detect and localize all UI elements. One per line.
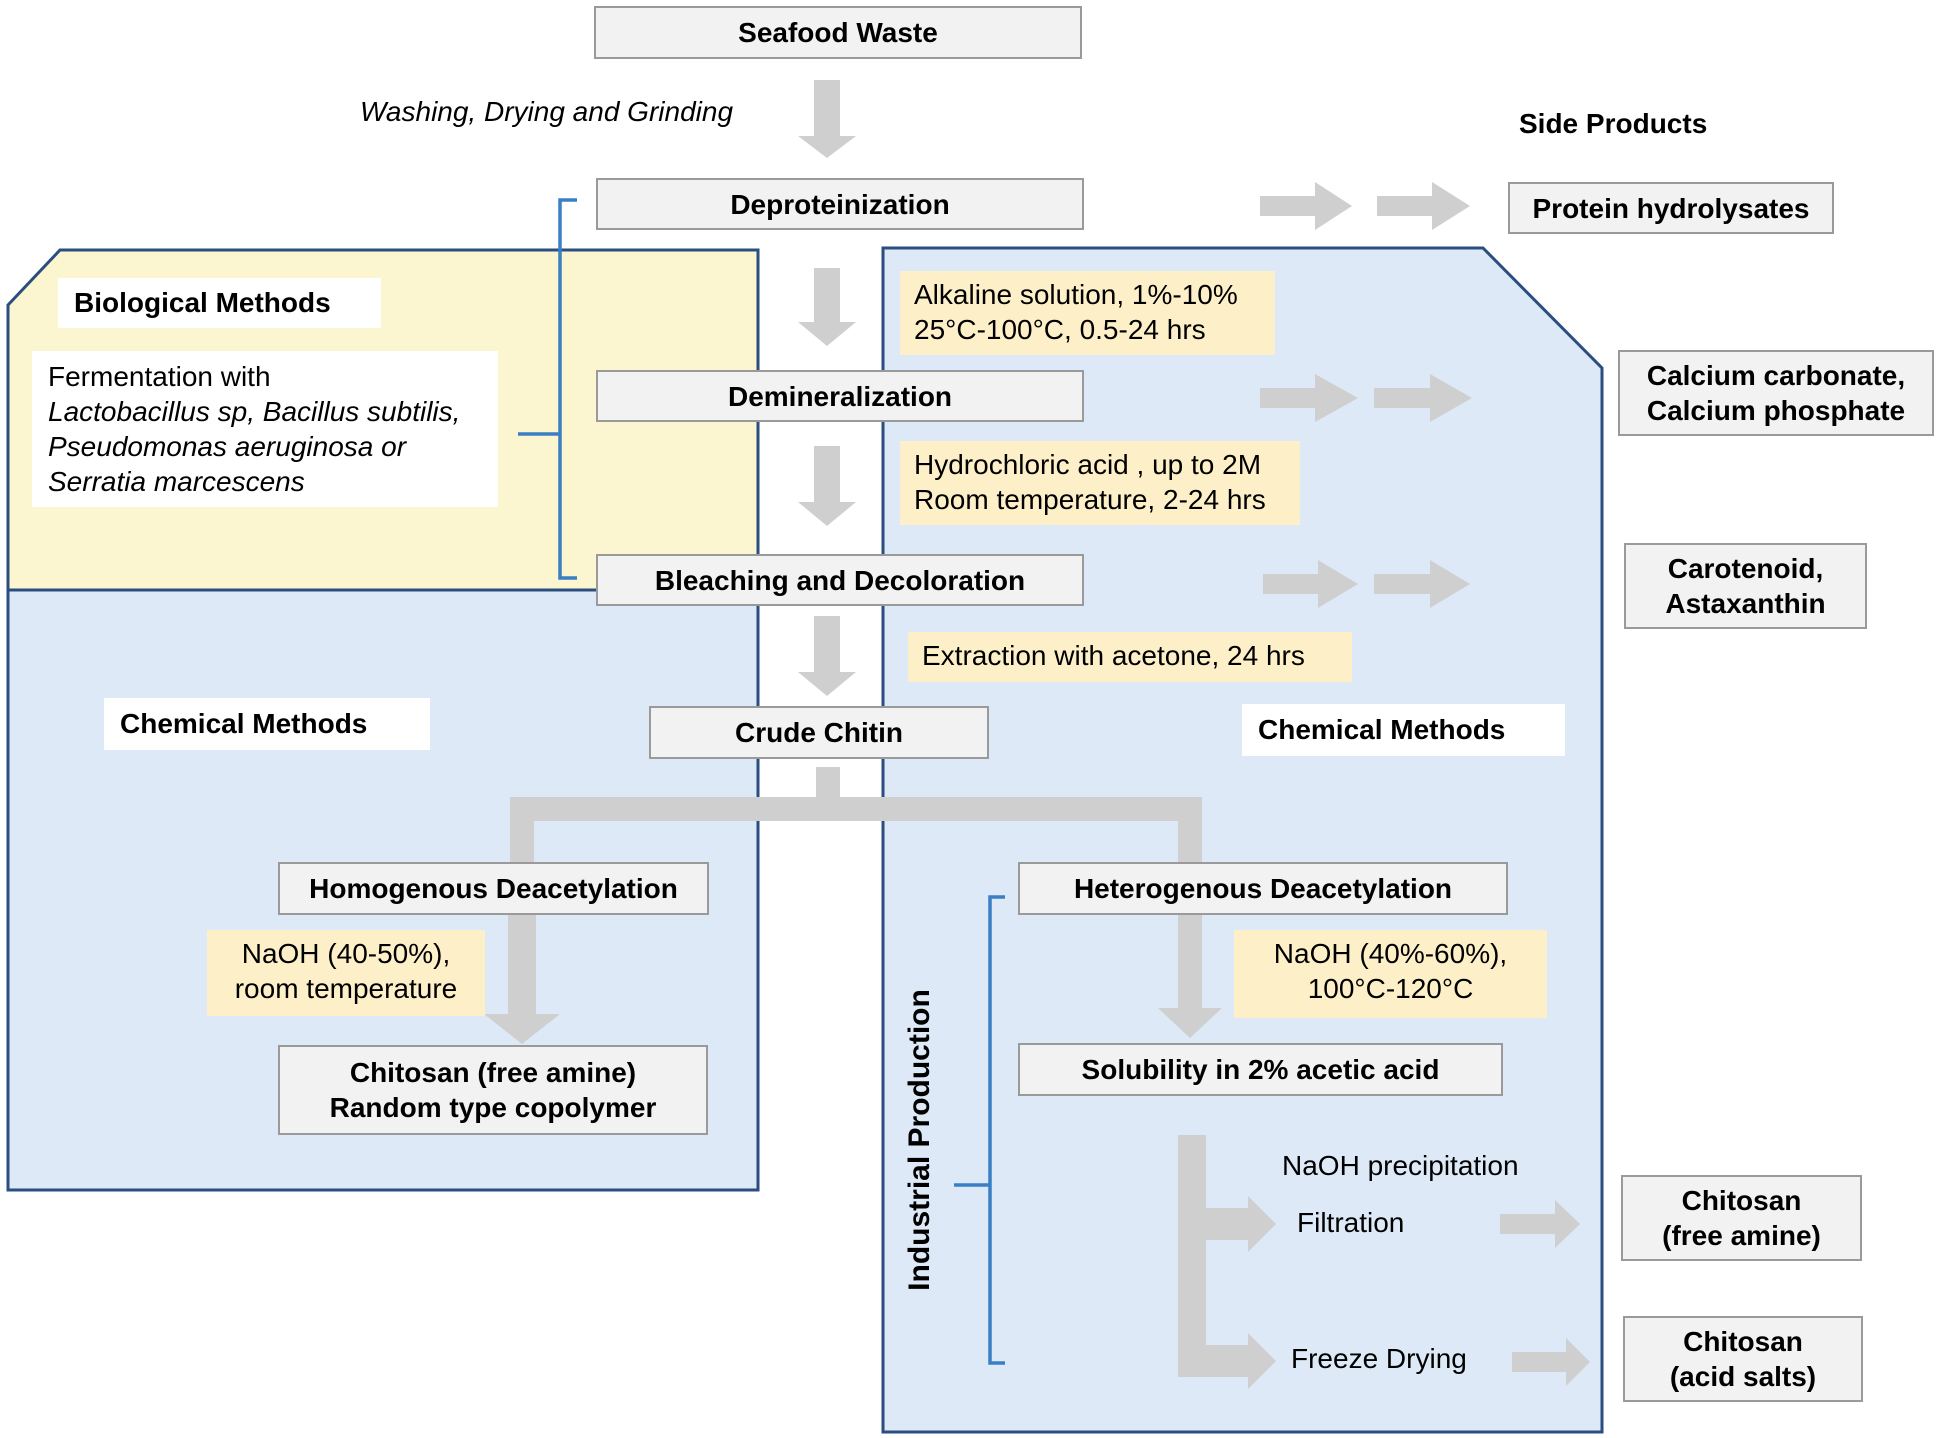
- split-stem: [816, 767, 840, 797]
- split-bar: [510, 797, 1202, 821]
- down-arrow: [484, 915, 560, 1044]
- carotenoid-line-1: Carotenoid,: [1667, 553, 1824, 584]
- deproteinization-box: Deproteinization: [596, 178, 1084, 230]
- chemical-methods-left-title: Chemical Methods: [104, 698, 430, 750]
- hcl-line-1: Hydrochloric acid , up to 2M: [914, 449, 1262, 480]
- biological-methods-title: Biological Methods: [58, 278, 381, 328]
- hcl-line-2: Room temperature, 2-24 hrs: [914, 484, 1266, 515]
- branch-arrow: [1178, 1333, 1276, 1389]
- down-arrow: [1158, 915, 1222, 1038]
- right-arrow: [1512, 1338, 1590, 1386]
- chitosan-copolymer-box: Chitosan (free amine) Random type copoly…: [278, 1045, 708, 1135]
- heterogenous-cond-line-1: NaOH (40%-60%),: [1273, 938, 1508, 969]
- seafood-waste-label: Seafood Waste: [738, 17, 938, 48]
- alkaline-line-2: 25°C-100°C, 0.5-24 hrs: [914, 314, 1206, 345]
- bleaching-label: Bleaching and Decoloration: [654, 564, 1026, 596]
- homogenous-box: Homogenous Deacetylation: [278, 862, 709, 915]
- chitosan-acid-line-2: (acid salts): [1669, 1361, 1817, 1392]
- down-arrow: [798, 446, 856, 526]
- right-arrow: [1374, 374, 1472, 422]
- right-arrow: [1263, 560, 1358, 608]
- biological-bracket: [518, 198, 577, 580]
- acetone-conditions: Extraction with acetone, 24 hrs: [908, 632, 1352, 682]
- chemical-methods-right-label: Chemical Methods: [1258, 714, 1506, 745]
- fermentation-line-1: Fermentation with: [48, 361, 271, 392]
- demineralization-label: Demineralization: [727, 380, 953, 412]
- naoh-precipitation-label: NaOH precipitation: [1282, 1150, 1519, 1181]
- calcium-box: Calcium carbonate, Calcium phosphate: [1618, 350, 1934, 436]
- branch-trunk: [1178, 1135, 1206, 1375]
- acetone-line: Extraction with acetone, 24 hrs: [922, 640, 1305, 671]
- hcl-conditions: Hydrochloric acid , up to 2M Room temper…: [900, 441, 1300, 525]
- right-arrow: [1500, 1200, 1580, 1248]
- chitosan-acid-salts-box: Chitosan (acid salts): [1623, 1316, 1863, 1402]
- right-arrow: [1374, 560, 1470, 608]
- carotenoid-line-2: Astaxanthin: [1665, 588, 1826, 619]
- heterogenous-box: Heterogenous Deacetylation: [1018, 862, 1508, 915]
- chitosan-copolymer-line-2: Random type copolymer: [329, 1092, 657, 1123]
- chitosan-copolymer-line-1: Chitosan (free amine): [349, 1057, 637, 1088]
- protein-hydrolysates-box: Protein hydrolysates: [1508, 182, 1834, 234]
- industrial-production-label: Industrial Production: [903, 989, 936, 1291]
- calcium-line-2: Calcium phosphate: [1646, 395, 1906, 426]
- side-products-title: Side Products: [1519, 108, 1708, 139]
- homogenous-conditions: NaOH (40-50%), room temperature: [207, 930, 485, 1016]
- flow-arrows: [484, 80, 1590, 1389]
- down-arrow: [798, 268, 856, 346]
- alkaline-conditions: Alkaline solution, 1%-10% 25°C-100°C, 0.…: [900, 271, 1275, 355]
- crude-chitin-box: Crude Chitin: [649, 706, 989, 759]
- right-arrow: [1377, 182, 1470, 230]
- chitosan-acid-line-1: Chitosan: [1683, 1326, 1803, 1357]
- demineralization-box: Demineralization: [596, 370, 1084, 422]
- seafood-waste-box: Seafood Waste: [594, 6, 1082, 59]
- fermentation-line-3: Pseudomonas aeruginosa or: [48, 431, 407, 462]
- solubility-label: Solubility in 2% acetic acid: [1081, 1054, 1440, 1085]
- split-right-leg: [1178, 797, 1202, 863]
- split-left-leg: [510, 797, 534, 863]
- brackets: [518, 198, 1005, 1365]
- chemical-methods-left-label: Chemical Methods: [120, 708, 368, 739]
- homogenous-cond-line-2: room temperature: [234, 973, 458, 1004]
- calcium-line-1: Calcium carbonate,: [1646, 360, 1906, 391]
- homogenous-cond-line-1: NaOH (40-50%),: [241, 938, 451, 969]
- filtration-label: Filtration: [1297, 1207, 1405, 1238]
- fermentation-line-2: Lactobacillus sp, Bacillus subtilis,: [48, 396, 461, 427]
- freeze-drying-label: Freeze Drying: [1291, 1343, 1467, 1374]
- branch-arrow: [1178, 1196, 1276, 1252]
- washing-label: Washing, Drying and Grinding: [360, 96, 734, 127]
- carotenoid-box: Carotenoid, Astaxanthin: [1624, 543, 1867, 629]
- solubility-box: Solubility in 2% acetic acid: [1018, 1043, 1503, 1096]
- protein-hydrolysates-label: Protein hydrolysates: [1532, 192, 1810, 224]
- bleaching-box: Bleaching and Decoloration: [596, 554, 1084, 606]
- biological-methods-label: Biological Methods: [74, 287, 331, 318]
- alkaline-line-1: Alkaline solution, 1%-10%: [914, 279, 1238, 310]
- right-arrow: [1260, 374, 1358, 422]
- chitosan-free-line-1: Chitosan: [1681, 1185, 1802, 1216]
- chemical-methods-right-title: Chemical Methods: [1242, 704, 1565, 756]
- heterogenous-conditions: NaOH (40%-60%), 100°C-120°C: [1234, 930, 1547, 1018]
- fermentation-box: Fermentation with Lactobacillus sp, Baci…: [32, 351, 498, 507]
- chitosan-free-amine-box: Chitosan (free amine): [1621, 1175, 1862, 1261]
- heterogenous-label: Heterogenous Deacetylation: [1073, 873, 1453, 904]
- down-arrow: [798, 616, 856, 696]
- homogenous-label: Homogenous Deacetylation: [309, 873, 678, 904]
- fermentation-line-4: Serratia marcescens: [48, 466, 305, 497]
- down-arrow: [798, 80, 856, 158]
- industrial-bracket: [954, 895, 1005, 1365]
- heterogenous-cond-line-2: 100°C-120°C: [1307, 973, 1474, 1004]
- deproteinization-label: Deproteinization: [730, 188, 950, 220]
- chitosan-free-line-2: (free amine): [1662, 1220, 1821, 1251]
- right-arrow: [1260, 182, 1352, 230]
- crude-chitin-label: Crude Chitin: [735, 717, 903, 748]
- chemical-right-panel: [881, 246, 1604, 1434]
